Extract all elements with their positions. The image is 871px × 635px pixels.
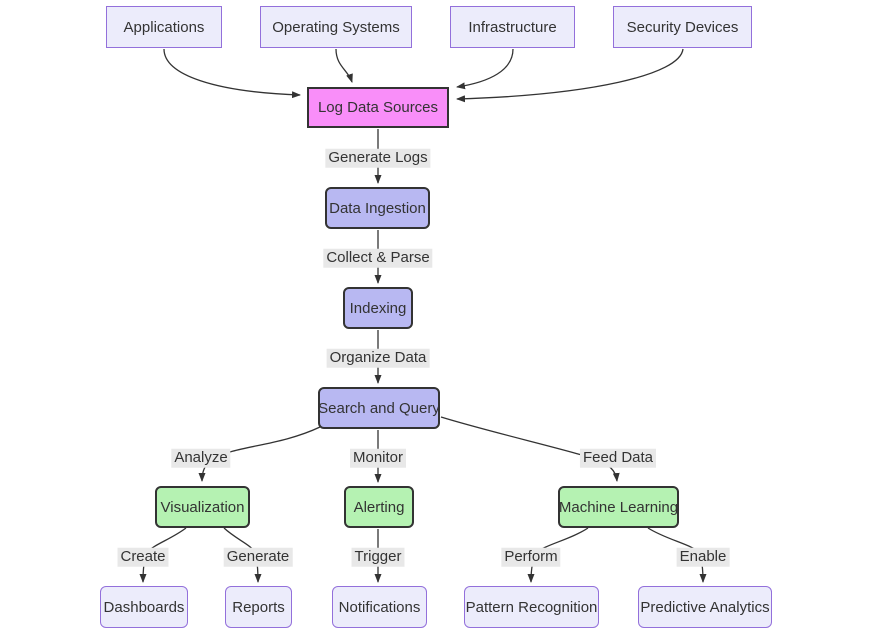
edge-label-analyze: Analyze bbox=[171, 448, 231, 468]
node-pattern-recognition: Pattern Recognition bbox=[464, 586, 599, 628]
edge-search-and-query-to-machine-learning bbox=[440, 416, 620, 482]
edge-operating-systems-to-log-data-sources bbox=[335, 48, 353, 83]
node-machine-learning: Machine Learning bbox=[558, 486, 679, 528]
edge-label-perform: Perform bbox=[501, 547, 561, 567]
node-infrastructure: Infrastructure bbox=[450, 6, 575, 48]
node-notifications: Notifications bbox=[332, 586, 427, 628]
edge-label-organize-data: Organize Data bbox=[326, 348, 430, 368]
node-applications: Applications bbox=[106, 6, 222, 48]
node-visualization: Visualization bbox=[155, 486, 250, 528]
node-security-devices: Security Devices bbox=[613, 6, 752, 48]
edge-applications-to-log-data-sources bbox=[163, 48, 301, 99]
node-indexing: Indexing bbox=[343, 287, 413, 329]
edge-label-feed-data: Feed Data bbox=[579, 448, 657, 468]
edge-label-create: Create bbox=[117, 547, 169, 567]
node-reports: Reports bbox=[225, 586, 292, 628]
node-predictive-analytics: Predictive Analytics bbox=[638, 586, 772, 628]
edge-label-generate-logs: Generate Logs bbox=[325, 148, 431, 168]
edge-infrastructure-to-log-data-sources bbox=[456, 48, 514, 90]
node-search-and-query: Search and Query bbox=[318, 387, 440, 429]
edge-label-trigger: Trigger bbox=[351, 547, 405, 567]
node-operating-systems: Operating Systems bbox=[260, 6, 412, 48]
node-log-data-sources: Log Data Sources bbox=[307, 87, 449, 128]
node-dashboards: Dashboards bbox=[100, 586, 188, 628]
edge-security-devices-to-log-data-sources bbox=[456, 48, 684, 103]
node-data-ingestion: Data Ingestion bbox=[325, 187, 430, 229]
edge-label-monitor: Monitor bbox=[349, 448, 407, 468]
node-alerting: Alerting bbox=[344, 486, 414, 528]
edge-label-generate: Generate bbox=[223, 547, 293, 567]
edge-label-enable: Enable bbox=[676, 547, 730, 567]
edge-label-collect-parse: Collect & Parse bbox=[323, 248, 433, 268]
